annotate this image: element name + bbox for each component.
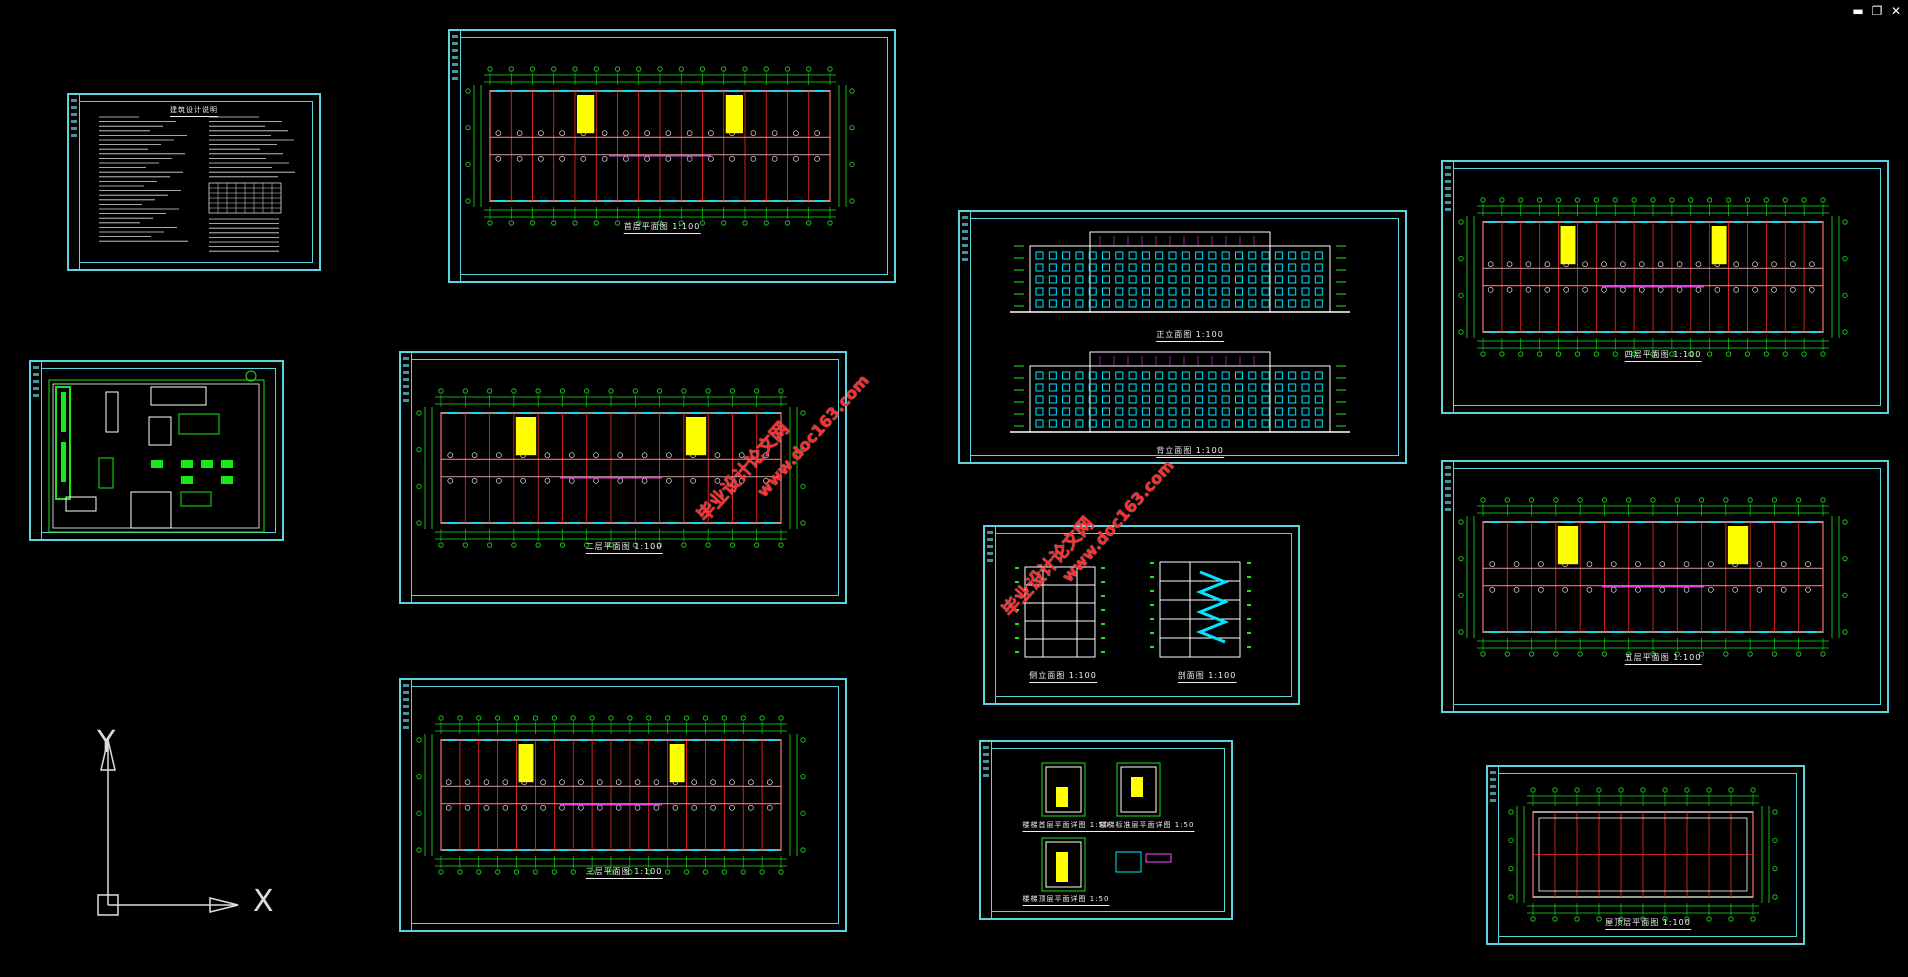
second-floor-drawing bbox=[416, 388, 806, 548]
sheet-design-notes[interactable]: 建筑设计说明 bbox=[67, 93, 321, 271]
sheet-caption: 五层平面图 1:100 bbox=[1625, 652, 1702, 665]
restore-button[interactable]: ❐ bbox=[1871, 4, 1883, 18]
fifth-floor-drawing bbox=[1458, 497, 1848, 657]
sheet-inner-frame bbox=[460, 37, 888, 275]
minimize-button[interactable]: ▬ bbox=[1852, 4, 1864, 18]
sheet-inner-frame bbox=[1498, 773, 1797, 937]
sheet-caption: 四层平面图 1:100 bbox=[1625, 349, 1702, 362]
sheet-elevations[interactable]: 正立面图 1:100 背立面图 1:100 bbox=[958, 210, 1407, 464]
sheet-site-plan[interactable] bbox=[29, 360, 284, 541]
stair-caption-c: 楼梯顶层平面详图 1:50 bbox=[1023, 894, 1110, 906]
sheet-first-floor-plan[interactable]: 首层平面图 1:100 bbox=[448, 29, 896, 283]
sheet-inner-frame bbox=[995, 533, 1292, 697]
stair-caption-a: 楼梯首层平面详图 1:50 bbox=[1023, 820, 1110, 832]
sheet-inner-frame bbox=[79, 101, 313, 263]
sheet-fourth-floor-plan[interactable]: 四层平面图 1:100 bbox=[1441, 160, 1889, 414]
sheet-caption: 三层平面图 1:100 bbox=[586, 866, 663, 879]
sheet-third-floor-plan[interactable]: 三层平面图 1:100 bbox=[399, 678, 847, 932]
stair-details-drawing bbox=[1041, 762, 1172, 892]
sheet-fifth-floor-plan[interactable]: 五层平面图 1:100 bbox=[1441, 460, 1889, 713]
sheet-inner-frame bbox=[411, 359, 839, 596]
sheet-caption: 建筑设计说明 bbox=[170, 105, 218, 117]
back-elevation-caption: 背立面图 1:100 bbox=[1156, 445, 1224, 458]
sheet-second-floor-plan[interactable]: 二层平面图 1:100 bbox=[399, 351, 847, 604]
section-caption: 剖面图 1:100 bbox=[1178, 670, 1237, 683]
notes-text-lines bbox=[99, 116, 295, 252]
ucs-y-label: Y bbox=[97, 725, 116, 760]
ucs-icon bbox=[97, 737, 239, 916]
front-elevation-caption: 正立面图 1:100 bbox=[1156, 329, 1224, 342]
stair-caption-b: 楼梯标准层平面详图 1:50 bbox=[1100, 820, 1195, 832]
sections-drawing bbox=[1015, 561, 1251, 658]
fourth-floor-drawing bbox=[1458, 197, 1848, 357]
sheet-stair-details[interactable]: 楼梯首层平面详图 1:50 楼梯标准层平面详图 1:50 楼梯顶层平面详图 1:… bbox=[979, 740, 1233, 920]
ucs-x-label: X bbox=[253, 884, 274, 919]
sheet-roof-plan[interactable]: 屋顶层平面图 1:100 bbox=[1486, 765, 1805, 945]
site-plan-drawing bbox=[48, 370, 265, 533]
sheet-caption: 屋顶层平面图 1:100 bbox=[1605, 917, 1691, 930]
third-floor-drawing bbox=[416, 715, 806, 875]
sheet-inner-frame bbox=[1453, 468, 1881, 705]
roof-drawing bbox=[1508, 787, 1778, 922]
first-floor-drawing bbox=[465, 66, 855, 226]
sheet-caption: 首层平面图 1:100 bbox=[624, 221, 701, 234]
side-elevation-caption: 侧立面图 1:100 bbox=[1029, 670, 1097, 683]
sheet-caption: 二层平面图 1:100 bbox=[586, 541, 663, 554]
close-button[interactable]: ✕ bbox=[1890, 4, 1902, 18]
back-elevation-drawing bbox=[1010, 351, 1350, 433]
sheet-sections[interactable]: 侧立面图 1:100 剖面图 1:100 bbox=[983, 525, 1300, 705]
sheet-inner-frame bbox=[1453, 168, 1881, 406]
front-elevation-drawing bbox=[1010, 231, 1350, 313]
sheet-inner-frame bbox=[991, 748, 1225, 912]
sheet-inner-frame bbox=[411, 686, 839, 924]
